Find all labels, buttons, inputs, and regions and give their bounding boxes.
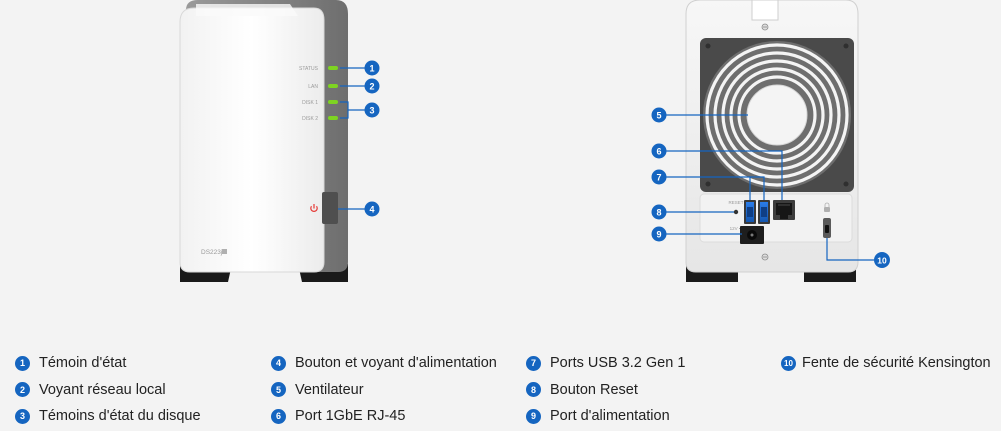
- svg-text:2: 2: [369, 82, 374, 92]
- legend-label: Voyant réseau local: [39, 381, 166, 398]
- legend-item: 8 Bouton Reset: [526, 377, 776, 404]
- power-port-label: 12V ⎓: [730, 226, 743, 231]
- legend-item: 6 Port 1GbE RJ-45: [271, 403, 521, 430]
- callout-6: 6: [651, 143, 667, 159]
- back-top-notch: [751, 0, 779, 21]
- legend-label: Témoins d'état du disque: [39, 408, 201, 425]
- screw-icon: [761, 23, 769, 31]
- led-lan: [328, 84, 338, 88]
- legend-badge: 4: [271, 355, 286, 371]
- reset-label: RESET: [728, 200, 743, 205]
- legend-badge: 2: [15, 382, 30, 398]
- legend-label: Fente de sécurité Kensington: [802, 355, 991, 372]
- callout-3: 3: [364, 102, 380, 118]
- model-label-mark: [222, 249, 227, 254]
- led-status: [328, 66, 338, 70]
- model-label: DS223j: [201, 249, 222, 256]
- legend-item: 3 Témoins d'état du disque: [15, 403, 265, 430]
- callout-badges: 1 2 3 4 5 6 7 8: [364, 60, 890, 268]
- legend-item: 1 Témoin d'état: [15, 350, 265, 377]
- callout-8: 8: [651, 204, 667, 220]
- legend-badge: 9: [526, 408, 541, 424]
- legend-column-4: 10 Fente de sécurité Kensington: [781, 350, 996, 377]
- fan-corner-screws: [705, 43, 849, 187]
- back-view: RESET 12V ⎓: [685, 0, 859, 282]
- fan-hub: [746, 84, 808, 146]
- svg-text:6: 6: [656, 147, 661, 157]
- leader-lines: [338, 67, 874, 261]
- svg-text:9: 9: [656, 230, 661, 240]
- callout-2: 2: [364, 78, 380, 94]
- legend-badge: 10: [781, 355, 796, 371]
- legend-badge: 6: [271, 408, 286, 424]
- legend-label: Bouton et voyant d'alimentation: [295, 355, 497, 372]
- callout-5: 5: [651, 107, 667, 123]
- legend-item: 4 Bouton et voyant d'alimentation: [271, 350, 521, 377]
- leader-7: [666, 176, 765, 200]
- svg-text:1: 1: [369, 64, 374, 74]
- legend-column-1: 1 Témoin d'état 2 Voyant réseau local 3 …: [15, 350, 265, 430]
- power-port[interactable]: [740, 226, 764, 244]
- callout-10: 10: [874, 252, 890, 268]
- reset-button[interactable]: [733, 209, 739, 215]
- legend-column-2: 4 Bouton et voyant d'alimentation 5 Vent…: [271, 350, 521, 430]
- legend-item: 7 Ports USB 3.2 Gen 1: [526, 350, 776, 377]
- callout-4: 4: [364, 201, 380, 217]
- front-view: STATUS LAN DISK 1 DISK 2 DS223j: [179, 0, 348, 282]
- legend-label: Port d'alimentation: [550, 408, 670, 425]
- lock-icon: [824, 202, 830, 212]
- svg-text:8: 8: [656, 208, 661, 218]
- legend-badge: 8: [526, 382, 541, 398]
- svg-text:10: 10: [877, 256, 887, 266]
- leader-6: [666, 150, 783, 200]
- legend-item: 2 Voyant réseau local: [15, 377, 265, 404]
- legend-badge: 7: [526, 355, 541, 371]
- legend-column-3: 7 Ports USB 3.2 Gen 1 8 Bouton Reset 9 P…: [526, 350, 776, 430]
- ethernet-port[interactable]: [773, 200, 795, 220]
- legend-label: Ventilateur: [295, 381, 364, 398]
- svg-text:7: 7: [656, 173, 661, 183]
- led-label-status: STATUS: [299, 66, 319, 72]
- legend-label: Port 1GbE RJ-45: [295, 408, 406, 425]
- callout-7: 7: [651, 169, 667, 185]
- legend-label: Ports USB 3.2 Gen 1: [550, 355, 686, 372]
- callout-1: 1: [364, 60, 380, 76]
- legend-label: Bouton Reset: [550, 381, 638, 398]
- svg-text:3: 3: [369, 106, 374, 116]
- kensington-slot[interactable]: [823, 218, 831, 238]
- led-disk2: [328, 116, 338, 120]
- legend-item: 9 Port d'alimentation: [526, 403, 776, 430]
- power-icon: [310, 204, 318, 212]
- callout-9: 9: [651, 226, 667, 242]
- legend-badge: 1: [15, 355, 30, 371]
- screw-icon-bottom: [761, 253, 769, 261]
- power-button-bezel[interactable]: [322, 192, 338, 224]
- legend-badge: 5: [271, 382, 286, 398]
- usb-port-2[interactable]: [758, 200, 770, 224]
- led-label-disk2: DISK 2: [302, 116, 318, 122]
- svg-text:4: 4: [369, 205, 374, 215]
- svg-text:5: 5: [656, 111, 661, 121]
- usb-port-1[interactable]: [744, 200, 756, 224]
- led-label-disk1: DISK 1: [302, 100, 318, 106]
- led-disk1: [328, 100, 338, 104]
- leader-10: [826, 238, 874, 261]
- front-face: [179, 7, 325, 273]
- legend-item: 10 Fente de sécurité Kensington: [781, 350, 996, 377]
- legend-item: 5 Ventilateur: [271, 377, 521, 404]
- legend-badge: 3: [15, 408, 30, 424]
- legend-label: Témoin d'état: [39, 355, 127, 372]
- led-label-lan: LAN: [308, 84, 318, 90]
- front-top-lid: [196, 4, 298, 16]
